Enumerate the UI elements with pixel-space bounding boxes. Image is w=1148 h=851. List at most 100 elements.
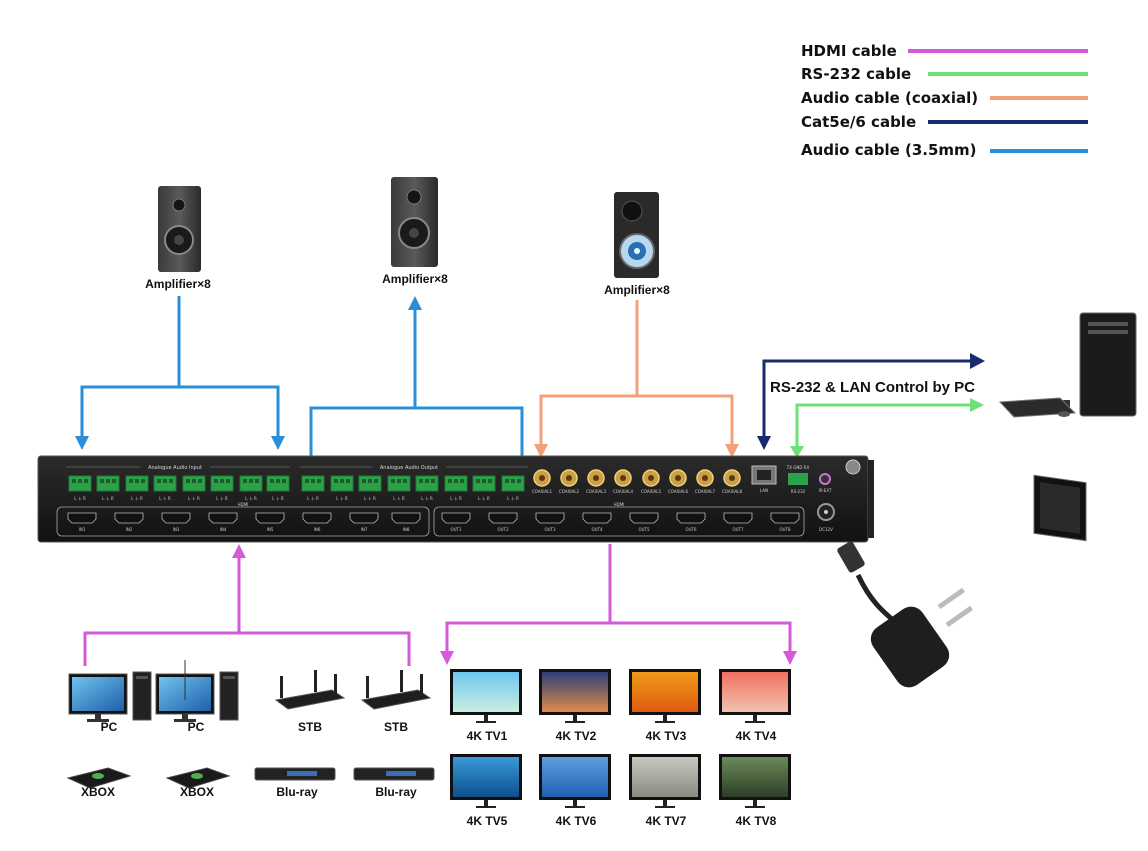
legend-rs232-label: RS-232 cable bbox=[801, 65, 911, 83]
source-label: XBOX bbox=[81, 785, 115, 799]
legend-hdmi-label: HDMI cable bbox=[801, 42, 897, 60]
tv-icon: 4K TV1 bbox=[450, 669, 522, 743]
coax-label: COAXIAL5 bbox=[641, 489, 661, 494]
coax-port: COAXIAL3 bbox=[586, 469, 606, 494]
tv-label: 4K TV4 bbox=[736, 729, 777, 743]
coax-cable-amp3 bbox=[539, 300, 734, 448]
lr-label: L ⏚ R bbox=[102, 495, 114, 501]
tv-icon: 4K TV4 bbox=[719, 669, 791, 743]
speaker-3-icon bbox=[614, 192, 659, 278]
tx-gnd-rx-label: TX GND RX bbox=[786, 465, 810, 470]
coax-port: COAXIAL1 bbox=[532, 469, 552, 494]
hdmi-cable-inputs bbox=[83, 555, 411, 666]
amplifier-3-label: Amplifier×8 bbox=[604, 283, 670, 297]
hdmi-in-port: IN7 bbox=[349, 512, 379, 532]
ground-screw bbox=[845, 459, 861, 475]
lr-label: L ⏚ R bbox=[364, 495, 376, 501]
computer-icon bbox=[998, 312, 1137, 542]
audio-terminal: L ⏚ R bbox=[472, 475, 496, 501]
hdmi-out-port-label: OUT1 bbox=[450, 527, 462, 532]
source-label: XBOX bbox=[180, 785, 214, 799]
legend-audio35-label: Audio cable (3.5mm) bbox=[801, 141, 977, 159]
lr-label: L ⏚ R bbox=[307, 495, 319, 501]
hdmi-out-port-label: OUT2 bbox=[497, 527, 509, 532]
source-xbox-icon: XBOX bbox=[165, 767, 231, 799]
tv-icon: 4K TV7 bbox=[629, 754, 701, 828]
legend: HDMI cable RS-232 cable Audio cable (coa… bbox=[801, 42, 1088, 159]
hdmi-cable-outputs bbox=[445, 544, 792, 655]
legend-cat-label: Cat5e/6 cable bbox=[801, 113, 916, 131]
hdmi-in-port: IN3 bbox=[161, 512, 191, 532]
hdmi-out-port: OUT7 bbox=[723, 512, 753, 532]
source-label: Blu-ray bbox=[375, 785, 417, 799]
audio-terminal: L ⏚ R bbox=[68, 475, 92, 501]
source-label: PC bbox=[188, 720, 205, 734]
source-pc-icon: PC bbox=[68, 671, 152, 734]
lr-label: L ⏚ R bbox=[272, 495, 284, 501]
lan-label: LAN bbox=[760, 488, 768, 493]
coax-port: COAXIAL4 bbox=[613, 469, 633, 494]
hdmi-out-port-label: OUT7 bbox=[732, 527, 744, 532]
lr-label: L ⏚ R bbox=[131, 495, 143, 501]
source-label: STB bbox=[298, 720, 322, 734]
tv-icon: 4K TV5 bbox=[450, 754, 522, 828]
hdmi-in-port-label: IN7 bbox=[361, 527, 368, 532]
coax-port: COAXIAL5 bbox=[641, 469, 661, 494]
hdmi-out-port-label: OUT5 bbox=[638, 527, 650, 532]
ir-ext-port bbox=[819, 473, 831, 485]
tv-label: 4K TV2 bbox=[556, 729, 597, 743]
source-xbox-icon: XBOX bbox=[66, 767, 132, 799]
hdmi-in-port: IN8 bbox=[391, 512, 421, 532]
lr-label: L ⏚ R bbox=[478, 495, 490, 501]
hdmi-out-port-label: OUT8 bbox=[779, 527, 791, 532]
tv-label: 4K TV3 bbox=[646, 729, 687, 743]
lr-label: L ⏚ R bbox=[216, 495, 228, 501]
hdmi-in-port-label: IN4 bbox=[220, 527, 227, 532]
lr-label: L ⏚ R bbox=[421, 495, 433, 501]
hdmi-out-port: OUT6 bbox=[676, 512, 706, 532]
audio-terminal: L ⏚ R bbox=[153, 475, 177, 501]
audio-terminal: L ⏚ R bbox=[387, 475, 411, 501]
source-label: STB bbox=[384, 720, 408, 734]
hdmi-out-port: OUT1 bbox=[441, 512, 471, 532]
hdmi-out-port: OUT2 bbox=[488, 512, 518, 532]
hdmi-out-port-label: OUT3 bbox=[544, 527, 556, 532]
speaker-2-icon bbox=[391, 177, 438, 267]
hdmi-in-port: IN4 bbox=[208, 512, 238, 532]
coax-label: COAXIAL6 bbox=[668, 489, 688, 494]
audio-terminal: L ⏚ R bbox=[415, 475, 439, 501]
hdmi-out-port-label: OUT6 bbox=[685, 527, 697, 532]
source-pc-icon: PC bbox=[155, 671, 239, 734]
cat-cable bbox=[762, 359, 975, 440]
power-adapter-icon bbox=[837, 541, 974, 688]
amplifier-1-label: Amplifier×8 bbox=[145, 277, 211, 291]
audio-terminal: L ⏚ R bbox=[266, 475, 290, 501]
hdmi-in-port-label: IN1 bbox=[79, 527, 86, 532]
dc-label: DC12V bbox=[819, 527, 833, 532]
source-devices: PC PC STB STB XBOX XBOX Blu-ray Blu-ray bbox=[66, 670, 435, 799]
hdmi-out-port-label: OUT4 bbox=[591, 527, 603, 532]
analogue-input-label: Analogue Audio Input bbox=[148, 465, 202, 471]
hdmi-in-port-label: IN2 bbox=[126, 527, 133, 532]
source-bluray-icon: Blu-ray bbox=[254, 767, 336, 799]
audio-terminal: L ⏚ R bbox=[96, 475, 120, 501]
tv-label: 4K TV1 bbox=[467, 729, 508, 743]
hdmi-input-group bbox=[56, 506, 430, 537]
tv-icon: 4K TV2 bbox=[539, 669, 611, 743]
lr-label: L ⏚ R bbox=[336, 495, 348, 501]
audio-terminal: L ⏚ R bbox=[444, 475, 468, 501]
source-stb-icon: STB bbox=[360, 670, 432, 734]
coax-port: COAXIAL8 bbox=[722, 469, 742, 494]
tv-icon: 4K TV6 bbox=[539, 754, 611, 828]
hdmi-in-port-label: IN5 bbox=[267, 527, 274, 532]
source-label: Blu-ray bbox=[276, 785, 318, 799]
tv-label: 4K TV8 bbox=[736, 814, 777, 828]
audio-terminal: L ⏚ R bbox=[210, 475, 234, 501]
hdmi-out-port: OUT4 bbox=[582, 512, 612, 532]
audio35-cable-amp2 bbox=[309, 305, 524, 456]
hdmi-in-port: IN1 bbox=[67, 512, 97, 532]
audio-terminal-group: L ⏚ R L ⏚ R L ⏚ R L ⏚ R L ⏚ R L ⏚ R L ⏚ R L ⏚ R… bbox=[68, 475, 525, 501]
